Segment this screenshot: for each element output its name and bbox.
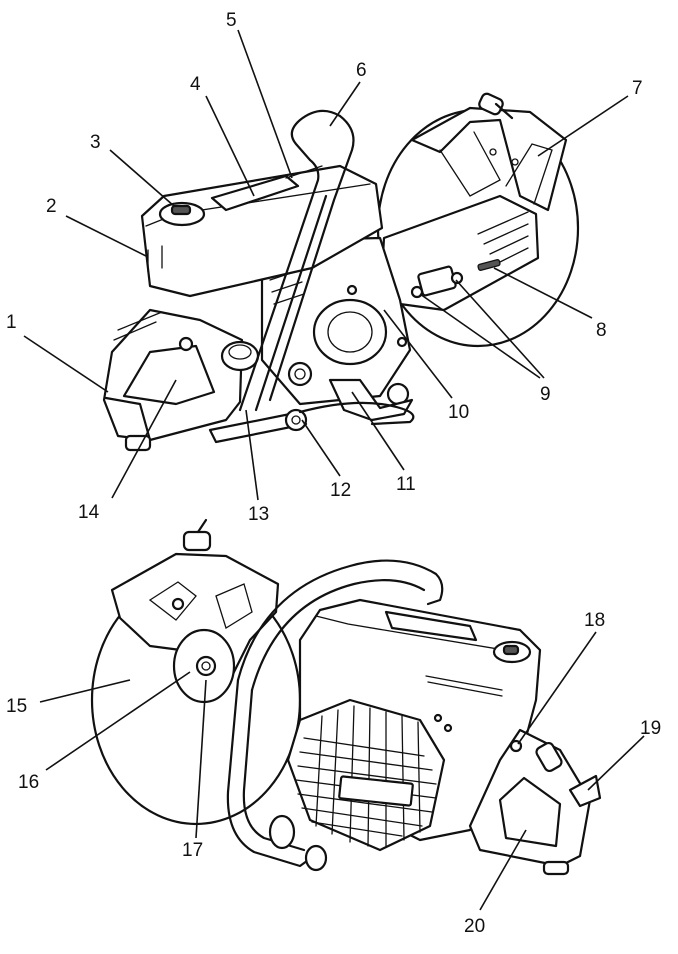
callout-17: 17 <box>182 840 203 861</box>
leader-9a <box>419 293 541 379</box>
leader-20 <box>479 829 527 911</box>
leader-17 <box>195 679 207 839</box>
callout-2: 2 <box>46 196 57 217</box>
leader-3 <box>109 149 175 207</box>
callout-7: 7 <box>632 78 643 99</box>
leader-19 <box>587 735 645 791</box>
belt-guard <box>380 194 540 312</box>
top-fuel-caps <box>178 336 260 372</box>
callout-9: 9 <box>540 384 551 405</box>
leader-10 <box>383 309 453 399</box>
leader-18 <box>517 631 597 745</box>
leader-lines <box>23 29 645 911</box>
callout-labels: 1 2 3 4 5 6 7 8 9 10 11 12 13 14 15 16 1… <box>6 10 661 937</box>
bottom-blade-assembly <box>90 518 302 826</box>
callout-6: 6 <box>356 60 367 81</box>
callout-8: 8 <box>596 320 607 341</box>
callout-1: 1 <box>6 312 17 333</box>
air-filter-grille <box>286 698 446 852</box>
leader-8 <box>493 267 593 319</box>
leader-5 <box>237 29 293 179</box>
callout-19: 19 <box>640 718 661 739</box>
front-handle-bar <box>208 109 415 444</box>
callout-5: 5 <box>226 10 237 31</box>
leader-7 <box>537 95 629 157</box>
leader-14 <box>111 379 177 499</box>
leader-13 <box>245 409 259 501</box>
callout-3: 3 <box>90 132 101 153</box>
leader-9b <box>455 279 545 379</box>
callout-11: 11 <box>396 474 416 495</box>
leader-6 <box>329 81 361 127</box>
callout-13: 13 <box>248 504 269 525</box>
bottom-front-handle-bar <box>226 559 444 872</box>
callout-15: 15 <box>6 696 27 717</box>
callout-14: 14 <box>78 502 100 523</box>
leader-15 <box>39 679 131 703</box>
callout-12: 12 <box>330 480 351 501</box>
callout-10: 10 <box>448 402 469 423</box>
leader-1 <box>23 335 109 393</box>
leader-4 <box>205 95 255 197</box>
leader-16 <box>45 671 191 771</box>
callout-16: 16 <box>18 772 39 793</box>
top-housing <box>140 164 384 298</box>
leader-2 <box>65 215 147 257</box>
leader-12 <box>301 419 341 477</box>
callout-4: 4 <box>190 74 201 95</box>
bottom-view-saw <box>90 518 602 876</box>
top-view-saw <box>102 92 580 452</box>
callout-18: 18 <box>584 610 605 631</box>
bottom-rear-handle <box>468 728 602 876</box>
leader-11 <box>351 391 405 471</box>
callout-20: 20 <box>464 916 485 937</box>
